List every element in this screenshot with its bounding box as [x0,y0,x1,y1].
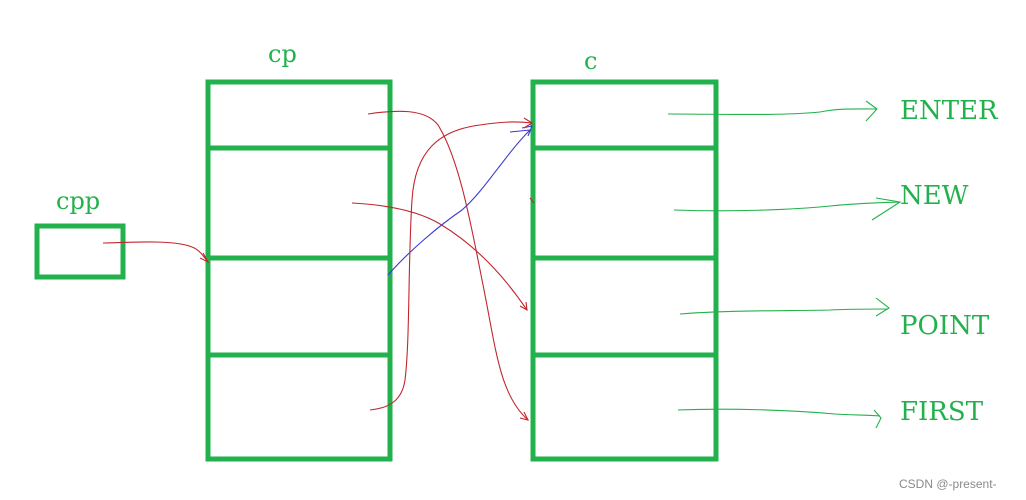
string-label-1: ENTER [900,96,999,126]
c-array-outline [530,79,719,462]
c-array: c [530,47,719,462]
cp0-pointer-arrow [367,110,530,421]
c2-pointer-arrow [679,297,890,317]
c1-red-tick [529,197,535,204]
cpp-label: cpp [56,187,100,215]
string-label-3: POINT [900,311,990,341]
cpp-variable: cpp [34,187,126,280]
c1-pointer-arrow [673,197,902,221]
c3-pointer-arrow [677,408,882,429]
c0-pointer-arrow [667,100,878,122]
string-label-2: NEW [900,181,969,211]
c-label: c [584,47,597,75]
cp3-pointer-arrow [369,117,534,411]
string-label-4: FIRST [900,397,984,427]
cp-label: cp [268,40,297,68]
cp-array: cp [205,40,393,462]
cp-array-outline [205,79,393,462]
watermark: CSDN @-present- [899,477,997,491]
cpp-pointer-arrow [102,241,210,264]
cpp-box [34,223,126,280]
cp1-pointer-arrow [351,202,528,312]
